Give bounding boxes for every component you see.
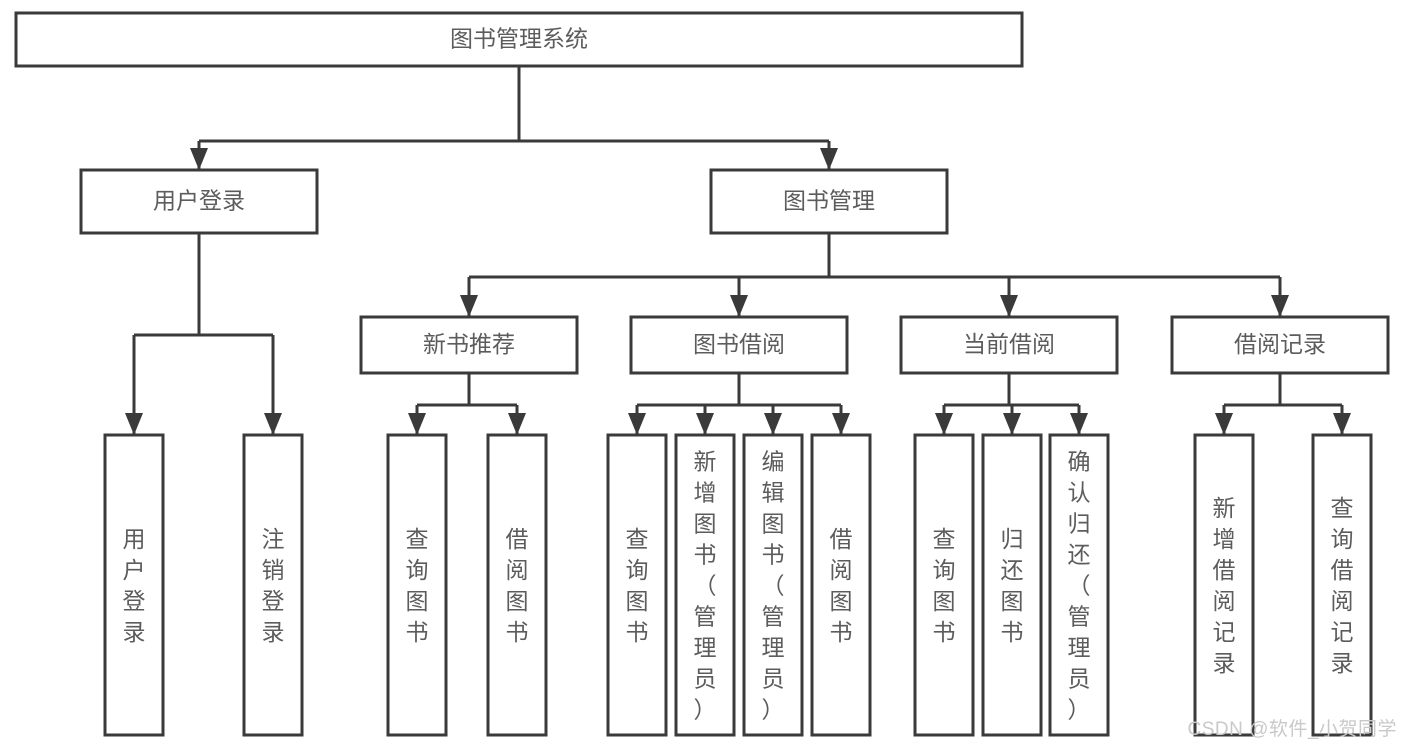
arrow-head-icon — [1000, 295, 1018, 317]
arrow-head-icon — [190, 148, 208, 170]
arrow-head-icon — [832, 413, 850, 435]
arrow-head-icon — [1003, 413, 1021, 435]
node-label: 图书管理 — [783, 188, 875, 214]
node-borrow-record[interactable]: 借阅记录 — [1170, 315, 1390, 375]
node-box[interactable] — [899, 315, 1119, 375]
arrow-head-icon — [730, 295, 748, 317]
node-label: 查询图书 — [406, 526, 429, 645]
node-label: 注销登录 — [262, 526, 285, 645]
arrow-head-icon — [408, 413, 426, 435]
node-root[interactable]: 图书管理系统 — [14, 11, 1024, 68]
arrow-head-icon — [125, 413, 143, 435]
node-label: 归还图书 — [1001, 526, 1024, 645]
node-box[interactable] — [359, 315, 579, 375]
node-label: 借阅记录 — [1234, 331, 1326, 357]
node-label: 新增借阅记录 — [1213, 495, 1236, 676]
node-box[interactable] — [629, 315, 849, 375]
node-box[interactable] — [1193, 433, 1255, 737]
node-label: 新书推荐 — [423, 331, 515, 357]
arrow-head-icon — [1271, 295, 1289, 317]
node-box[interactable] — [709, 168, 949, 235]
arrow-head-icon — [628, 413, 646, 435]
node-user-login[interactable]: 用户登录 — [79, 168, 319, 235]
node-label: 查询图书 — [933, 526, 956, 645]
node-leaf-add-book[interactable]: 新增图书（管理员） — [674, 433, 736, 737]
node-box[interactable] — [606, 433, 668, 737]
node-box[interactable] — [913, 433, 975, 737]
node-current-borrow[interactable]: 当前借阅 — [899, 315, 1119, 375]
node-leaf-borrow-book-2[interactable]: 借阅图书 — [810, 433, 872, 737]
node-leaf-query-book-1[interactable]: 查询图书 — [386, 433, 448, 737]
node-box[interactable] — [742, 433, 804, 737]
node-label: 确认归还（管理员） — [1068, 449, 1091, 723]
node-label: 查询借阅记录 — [1331, 495, 1354, 676]
node-box[interactable] — [810, 433, 872, 737]
node-leaf-add-record[interactable]: 新增借阅记录 — [1193, 433, 1255, 737]
node-box[interactable] — [386, 433, 448, 737]
node-box[interactable] — [79, 168, 319, 235]
node-box[interactable] — [1311, 433, 1373, 737]
arrow-head-icon — [1215, 413, 1233, 435]
node-leaf-borrow-book-1[interactable]: 借阅图书 — [486, 433, 548, 737]
node-leaf-edit-book[interactable]: 编辑图书（管理员） — [742, 433, 804, 737]
nodes-layer: 图书管理系统用户登录图书管理新书推荐图书借阅当前借阅借阅记录用户登录注销登录查询… — [14, 11, 1390, 737]
node-leaf-query-book-3[interactable]: 查询图书 — [913, 433, 975, 737]
node-box[interactable] — [981, 433, 1043, 737]
node-box[interactable] — [242, 433, 304, 737]
arrow-head-icon — [460, 295, 478, 317]
node-leaf-return-book[interactable]: 归还图书 — [981, 433, 1043, 737]
arrow-head-icon — [820, 148, 838, 170]
node-box[interactable] — [1170, 315, 1390, 375]
node-leaf-query-record[interactable]: 查询借阅记录 — [1311, 433, 1373, 737]
arrow-head-icon — [264, 413, 282, 435]
node-label: 借阅图书 — [506, 526, 529, 645]
arrow-head-icon — [935, 413, 953, 435]
node-new-book-rec[interactable]: 新书推荐 — [359, 315, 579, 375]
node-box[interactable] — [486, 433, 548, 737]
node-label: 图书管理系统 — [450, 26, 588, 52]
arrow-head-icon — [764, 413, 782, 435]
node-label: 查询图书 — [626, 526, 649, 645]
arrow-head-icon — [1070, 413, 1088, 435]
arrow-head-icon — [696, 413, 714, 435]
node-label: 用户登录 — [153, 188, 245, 214]
node-box[interactable] — [14, 11, 1024, 68]
node-box[interactable] — [674, 433, 736, 737]
node-box[interactable] — [103, 433, 165, 737]
node-book-manage[interactable]: 图书管理 — [709, 168, 949, 235]
node-label: 当前借阅 — [963, 331, 1055, 357]
arrow-head-icon — [1333, 413, 1351, 435]
node-label: 新增图书（管理员） — [694, 449, 717, 723]
node-leaf-user-login[interactable]: 用户登录 — [103, 433, 165, 737]
arrow-head-icon — [508, 413, 526, 435]
node-box[interactable] — [1048, 433, 1110, 737]
node-leaf-confirm-return[interactable]: 确认归还（管理员） — [1048, 433, 1110, 737]
node-label: 编辑图书（管理员） — [762, 449, 785, 723]
connectors-layer — [125, 66, 1351, 435]
node-leaf-logout[interactable]: 注销登录 — [242, 433, 304, 737]
node-book-borrow[interactable]: 图书借阅 — [629, 315, 849, 375]
node-label: 图书借阅 — [693, 331, 785, 357]
node-label: 用户登录 — [123, 526, 146, 645]
node-leaf-query-book-2[interactable]: 查询图书 — [606, 433, 668, 737]
node-label: 借阅图书 — [830, 526, 853, 645]
